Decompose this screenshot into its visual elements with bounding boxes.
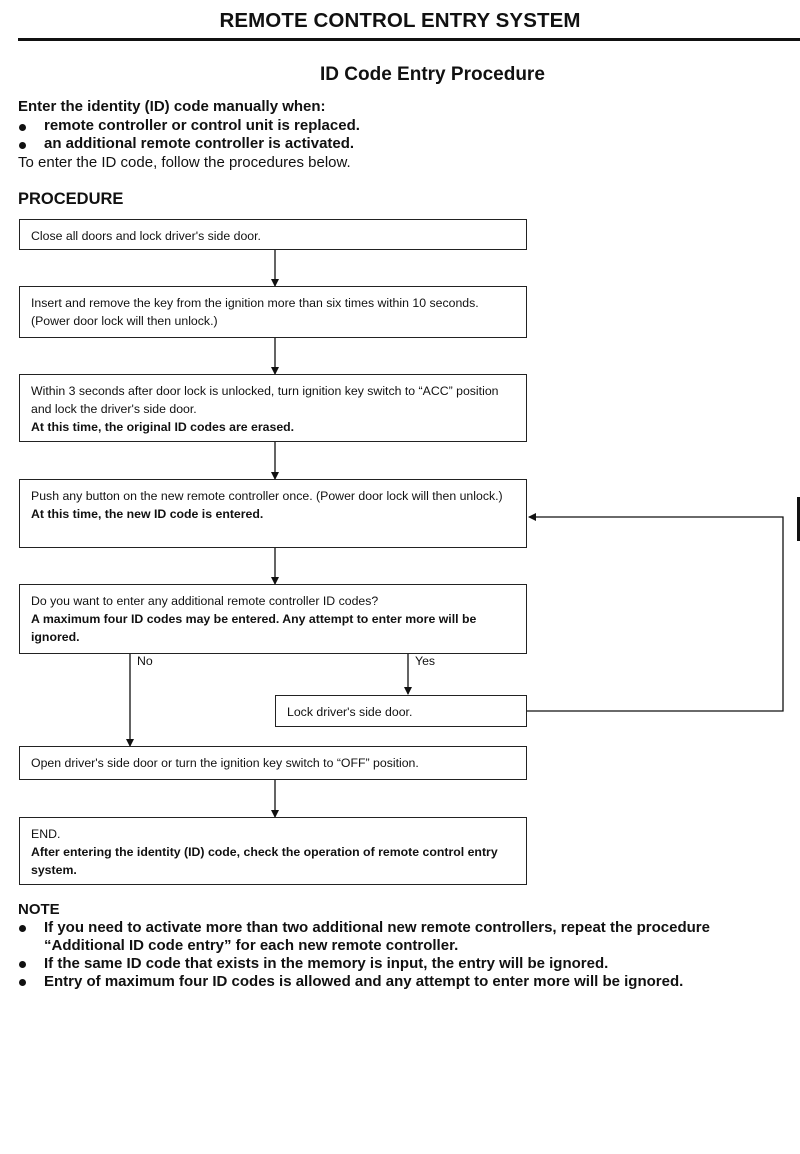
arrow-loop-back: [527, 513, 784, 712]
bullet-icon: [19, 142, 26, 149]
step-box-7: END. After entering the identity (ID) co…: [19, 817, 527, 885]
step-box-6: Open driver's side door or turn the igni…: [19, 746, 527, 780]
page-header-title: REMOTE CONTROL ENTRY SYSTEM: [219, 9, 581, 32]
note-item: Entry of maximum four ID codes is allowe…: [18, 973, 793, 991]
step-bold-text: At this time, the new ID code is entered…: [31, 507, 264, 521]
intro-lead: Enter the identity (ID) code manually wh…: [18, 98, 326, 115]
step-box-5: Do you want to enter any additional remo…: [19, 584, 527, 654]
note-text: If you need to activate more than two ad…: [44, 919, 710, 954]
note-heading: NOTE: [18, 901, 60, 918]
intro-follow-text: To enter the ID code, follow the procedu…: [18, 153, 351, 171]
step-text: END.: [31, 827, 61, 841]
note-list: If you need to activate more than two ad…: [18, 919, 793, 991]
bullet-icon: [19, 961, 26, 968]
bullet-icon: [19, 925, 26, 932]
step-box-4: Push any button on the new remote contro…: [19, 479, 527, 548]
intro-bullet-text: remote controller or control unit is rep…: [44, 116, 360, 134]
bullet-icon: [19, 979, 26, 986]
note-item: If you need to activate more than two ad…: [18, 919, 793, 955]
step-text: Push any button on the new remote contro…: [31, 489, 503, 503]
step-box-2: Insert and remove the key from the ignit…: [19, 286, 527, 338]
step-box-3: Within 3 seconds after door lock is unlo…: [19, 374, 527, 442]
step-text: Close all doors and lock driver's side d…: [31, 229, 261, 243]
yes-step-box: Lock driver's side door.: [275, 695, 527, 727]
intro-bullet-text: an additional remote controller is activ…: [44, 135, 355, 152]
procedure-heading: PROCEDURE: [18, 190, 124, 208]
section-title: ID Code Entry Procedure: [320, 64, 545, 85]
branch-yes-label: Yes: [415, 654, 436, 668]
page-edge-mark: [797, 497, 800, 541]
branch-no-label: No: [137, 654, 153, 668]
intro-bullet-item: an additional remote controller is activ…: [18, 135, 778, 154]
step-bold-text: At this time, the original ID codes are …: [31, 420, 295, 434]
note-item: If the same ID code that exists in the m…: [18, 955, 793, 973]
bullet-icon: [19, 123, 26, 131]
step-box-1: Close all doors and lock driver's side d…: [19, 219, 527, 250]
note-text: If the same ID code that exists in the m…: [44, 955, 609, 972]
step-text: Do you want to enter any additional remo…: [31, 594, 379, 608]
step-text: Open driver's side door or turn the igni…: [31, 756, 419, 770]
step-text: Within 3 seconds after door lock is unlo…: [31, 384, 499, 416]
step-text: Lock driver's side door.: [287, 705, 413, 719]
step-bold-text: After entering the identity (ID) code, c…: [31, 845, 498, 877]
note-text: Entry of maximum four ID codes is allowe…: [44, 973, 684, 990]
intro-block: Enter the identity (ID) code manually wh…: [18, 98, 778, 172]
intro-bullet-item: remote controller or control unit is rep…: [18, 117, 778, 136]
step-bold-text: A maximum four ID codes may be entered. …: [31, 612, 477, 644]
header-rule: [18, 38, 800, 41]
step-text: Insert and remove the key from the ignit…: [31, 296, 479, 328]
